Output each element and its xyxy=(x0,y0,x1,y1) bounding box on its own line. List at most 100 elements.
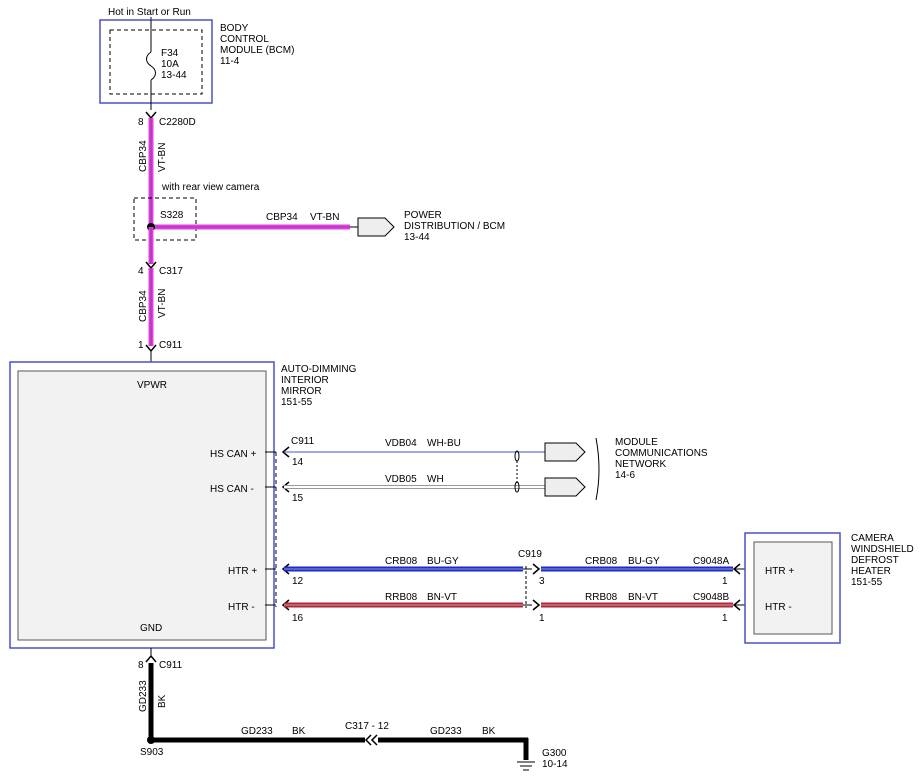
twisted-pair-bottom-icon xyxy=(514,481,520,493)
htr-plus-left-color: BU-GY xyxy=(427,556,459,567)
mirror-htr-minus: HTR - xyxy=(228,602,255,613)
mirror-htr-plus: HTR + xyxy=(228,566,257,577)
network-arrow-plus-icon[interactable] xyxy=(544,442,586,462)
splice-s328-label: S328 xyxy=(160,210,184,221)
c911-gnd-connector-icon xyxy=(145,654,157,663)
mirror-hs-can-plus: HS CAN + xyxy=(210,449,257,460)
fuse-icon xyxy=(146,51,156,81)
wire-cbp34-upper-color: VT-BN xyxy=(157,143,168,172)
camera-htr-plus: HTR + xyxy=(765,566,794,577)
c919-plus-pin: 3 xyxy=(539,576,545,587)
can-minus-circuit: VDB05 xyxy=(385,474,417,485)
c317-12-left-icon xyxy=(364,734,372,746)
htr-minus-left-color: BN-VT xyxy=(427,592,457,603)
gd233-right-circuit: GD233 xyxy=(430,726,462,737)
mirror-module-inner xyxy=(17,370,267,641)
htr-minus-left-connector-icon xyxy=(281,599,290,611)
gd233-left-circuit: GD233 xyxy=(241,726,273,737)
can-minus-connector-icon xyxy=(281,481,290,493)
gd233-vertical-circuit: GD233 xyxy=(138,680,149,712)
mirror-gnd-label: GND xyxy=(140,623,162,634)
can-plus-pin: 14 xyxy=(292,457,304,468)
bcm-module-box[interactable] xyxy=(99,19,213,104)
wire-cbp34-lower-circuit: CBP34 xyxy=(138,290,149,322)
power-distribution-arrow-icon[interactable] xyxy=(357,217,395,237)
c2280d-pin: 8 xyxy=(138,117,144,128)
mirror-hs-can-minus: HS CAN - xyxy=(210,484,254,495)
branch-color: VT-BN xyxy=(310,212,339,223)
fuse-id: F34 xyxy=(161,48,179,59)
power-source-label: Hot in Start or Run xyxy=(108,7,191,18)
branch-circuit: CBP34 xyxy=(266,212,298,223)
camera-name-3: DEFROST xyxy=(851,555,899,566)
htr-minus-right-color: BN-VT xyxy=(628,592,658,603)
can-minus-color: WH xyxy=(427,474,444,485)
bcm-name-1: BODY xyxy=(220,23,249,34)
network-name-1: MODULE xyxy=(615,437,658,448)
c911-gnd-label: C911 xyxy=(159,660,183,671)
g300-ref: 10-14 xyxy=(542,759,568,770)
htr-plus-left-pin: 12 xyxy=(292,576,304,587)
mirror-name-1: AUTO-DIMMING xyxy=(281,364,357,375)
c919-plus-connector-icon xyxy=(532,563,541,575)
power-dist-name-1: POWER xyxy=(404,210,442,221)
c9048b-label: C9048B xyxy=(693,592,729,603)
network-arrow-minus-icon[interactable] xyxy=(544,477,586,497)
htr-minus-right-circuit: RRB08 xyxy=(585,592,618,603)
can-plus-color: WH-BU xyxy=(427,438,461,449)
c9048b-pin: 1 xyxy=(722,613,728,624)
mirror-vpwr-label: VPWR xyxy=(137,380,167,391)
splice-note: with rear view camera xyxy=(161,182,260,193)
wire-cbp34-lower-color: VT-BN xyxy=(157,289,168,318)
ground-symbol-icon xyxy=(517,761,535,771)
network-name-2: COMMUNICATIONS xyxy=(615,448,708,459)
can-minus-pin: 15 xyxy=(292,493,304,504)
c919-minus-connector-icon xyxy=(532,599,541,611)
c919-minus-pin: 1 xyxy=(539,613,545,624)
c911-top-pin: 1 xyxy=(138,340,144,351)
c9048a-connector-icon xyxy=(732,563,741,575)
c2280d-connector-icon xyxy=(145,111,157,120)
fuse-ref: 13-44 xyxy=(161,70,187,81)
htr-plus-right-circuit: CRB08 xyxy=(585,556,618,567)
camera-name-1: CAMERA xyxy=(851,533,894,544)
c911-top-label: C911 xyxy=(159,340,183,351)
camera-htr-minus: HTR - xyxy=(765,602,792,613)
can-plus-connector-icon xyxy=(281,446,290,458)
fuse-rating: 10A xyxy=(161,59,179,70)
c2280d-label: C2280D xyxy=(159,117,196,128)
network-brace xyxy=(595,437,600,501)
network-name-3: NETWORK xyxy=(615,459,666,470)
wire-cbp34-upper-circuit: CBP34 xyxy=(138,140,149,172)
c9048a-label: C9048A xyxy=(693,556,729,567)
htr-plus-left-connector-icon xyxy=(281,563,290,575)
c317-12-right-icon xyxy=(370,734,378,746)
htr-plus-left-circuit: CRB08 xyxy=(385,556,418,567)
splice-option-box xyxy=(133,197,197,241)
camera-name-2: WINDSHIELD xyxy=(851,544,914,555)
c911-side-label: C911 xyxy=(291,436,315,447)
c919-label: C919 xyxy=(518,549,542,560)
power-dist-name-3: 13-44 xyxy=(404,232,430,243)
camera-name-4: HEATER xyxy=(851,566,891,577)
gd233-vertical-color: BK xyxy=(157,694,168,708)
bcm-name-3: MODULE (BCM) xyxy=(220,45,294,56)
htr-plus-right-color: BU-GY xyxy=(628,556,660,567)
c9048a-pin: 1 xyxy=(722,576,728,587)
c317-pin: 4 xyxy=(138,266,144,277)
bcm-fuse-box xyxy=(109,29,203,95)
network-name-4: 14-6 xyxy=(615,470,635,481)
c9048b-connector-icon xyxy=(732,599,741,611)
camera-heater-module-inner xyxy=(753,541,833,635)
bcm-name-2: CONTROL xyxy=(220,34,269,45)
g300-label: G300 xyxy=(542,748,567,759)
c317-12-label: C317 - 12 xyxy=(345,721,389,732)
camera-name-5: 151-55 xyxy=(851,577,883,588)
htr-minus-left-pin: 16 xyxy=(292,613,304,624)
htr-minus-left-circuit: RRB08 xyxy=(385,592,418,603)
gd233-left-color: BK xyxy=(292,726,306,737)
mirror-name-4: 151-55 xyxy=(281,397,313,408)
mirror-name-3: MIRROR xyxy=(281,386,322,397)
c317-label: C317 xyxy=(159,266,183,277)
